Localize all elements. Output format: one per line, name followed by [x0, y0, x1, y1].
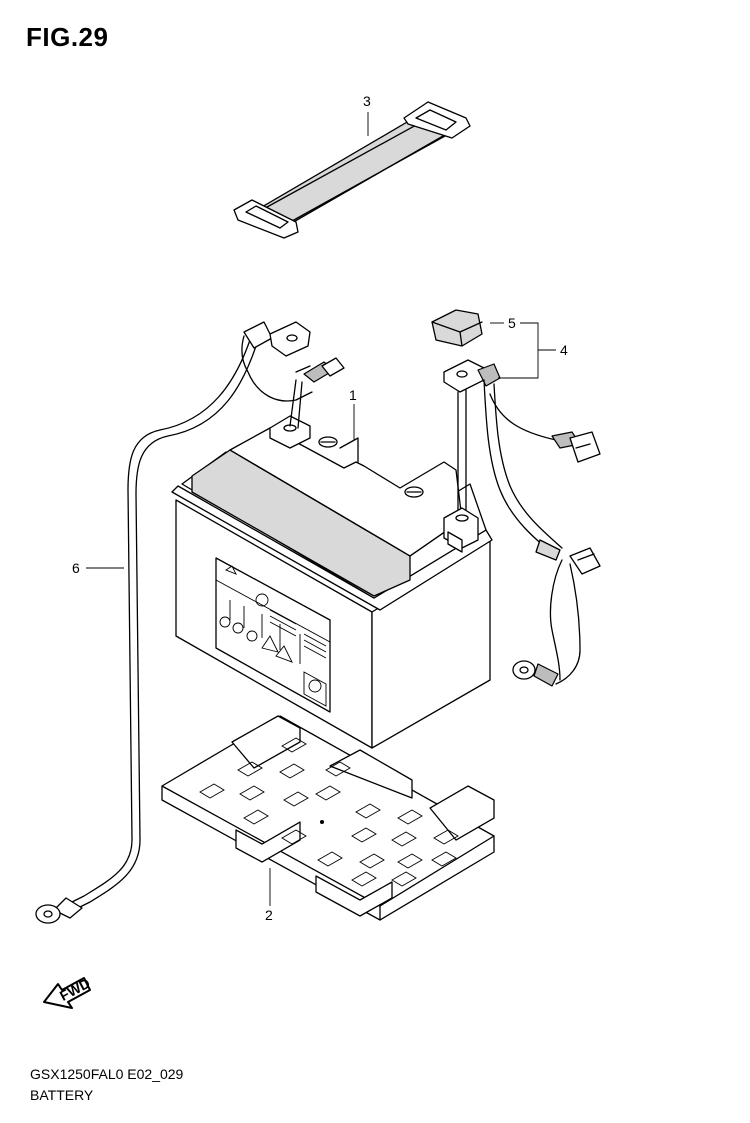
callout-leaders: [86, 112, 556, 906]
section-name: BATTERY: [30, 1087, 94, 1103]
ground-lead-drawing: [35, 321, 345, 924]
callout-1: 1: [349, 387, 357, 403]
callout-2: 2: [265, 907, 273, 923]
callout-3: 3: [363, 93, 371, 109]
drawing-code: GSX1250FAL0 E02_029: [30, 1066, 184, 1082]
fwd-label: FWD: [57, 975, 93, 1004]
fwd-direction-icon: FWD: [43, 975, 93, 1009]
terminal-cover-drawing: [431, 309, 483, 347]
battery-strap-drawing: [233, 101, 471, 239]
callout-6: 6: [72, 560, 80, 576]
battery-tray-drawing: [161, 715, 495, 921]
positive-lead-drawing: [443, 359, 601, 687]
callout-5: 5: [508, 315, 516, 331]
figure-title: FIG.29: [26, 22, 109, 52]
battery-drawing: [171, 415, 493, 749]
callout-4: 4: [560, 342, 568, 358]
